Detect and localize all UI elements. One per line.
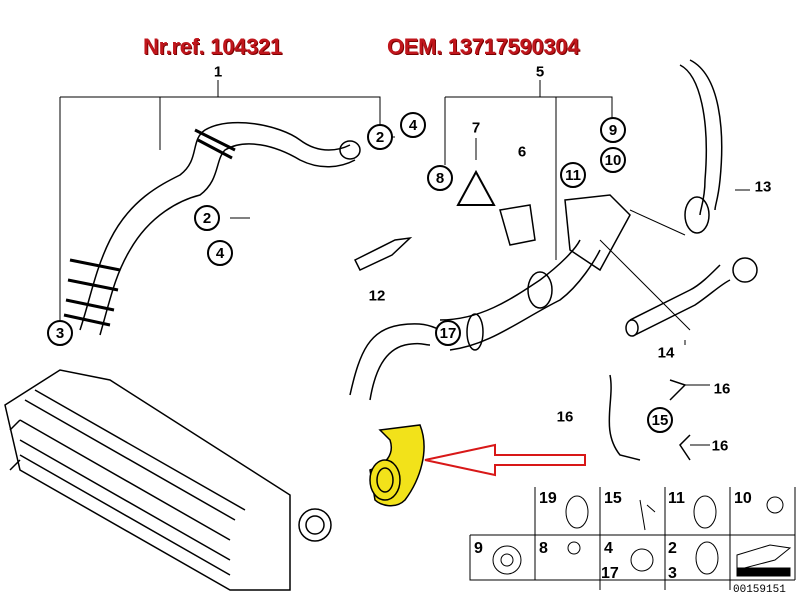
callout-number: 9 — [600, 117, 626, 143]
callout-number: 4 — [400, 112, 426, 138]
table-label: 2 — [668, 540, 677, 557]
upper-pipe — [63, 121, 361, 336]
callout-number: 8 — [427, 165, 453, 191]
oem-number: OEM. 13717590304 — [387, 34, 580, 59]
table-label: 11 — [668, 490, 685, 507]
callout-number: 16 — [711, 437, 729, 455]
callout-number: 6 — [517, 143, 527, 161]
parts-table-grid — [469, 487, 796, 590]
callout-number: 2 — [367, 124, 393, 150]
table-label: 8 — [539, 540, 548, 557]
small-parts — [353, 169, 691, 461]
intercooler — [4, 369, 332, 591]
reference-number: Nr.ref. 104321 — [143, 34, 282, 59]
table-label: 15 — [604, 490, 622, 507]
callout-number: 4 — [207, 240, 233, 266]
callout-number: 1 — [213, 63, 223, 81]
callout-number: 17 — [435, 320, 461, 346]
table-label: 3 — [668, 565, 677, 582]
diagram-number: 00159151 — [733, 584, 786, 596]
callout-number: 10 — [600, 147, 626, 173]
center-hose — [349, 194, 631, 401]
table-label: 4 — [604, 540, 613, 557]
callout-number: 11 — [560, 162, 586, 188]
table-label: 9 — [474, 540, 483, 557]
red-arrow — [424, 443, 586, 477]
table-label: 17 — [601, 565, 619, 582]
callout-number: 5 — [535, 63, 545, 81]
table-label: 10 — [734, 490, 752, 507]
right-hoses — [625, 59, 758, 337]
callout-number: 15 — [647, 407, 673, 433]
callout-number: 13 — [754, 178, 772, 196]
callout-number: 7 — [471, 119, 481, 137]
callout-number: 16 — [556, 408, 574, 426]
highlighted-hose-part — [369, 424, 425, 507]
callout-number: 3 — [47, 320, 73, 346]
callout-number: 12 — [368, 287, 386, 305]
callout-number: 2 — [194, 205, 220, 231]
callout-number: 14 — [657, 344, 675, 362]
callout-number: 16 — [713, 380, 731, 398]
table-label: 19 — [539, 490, 557, 507]
